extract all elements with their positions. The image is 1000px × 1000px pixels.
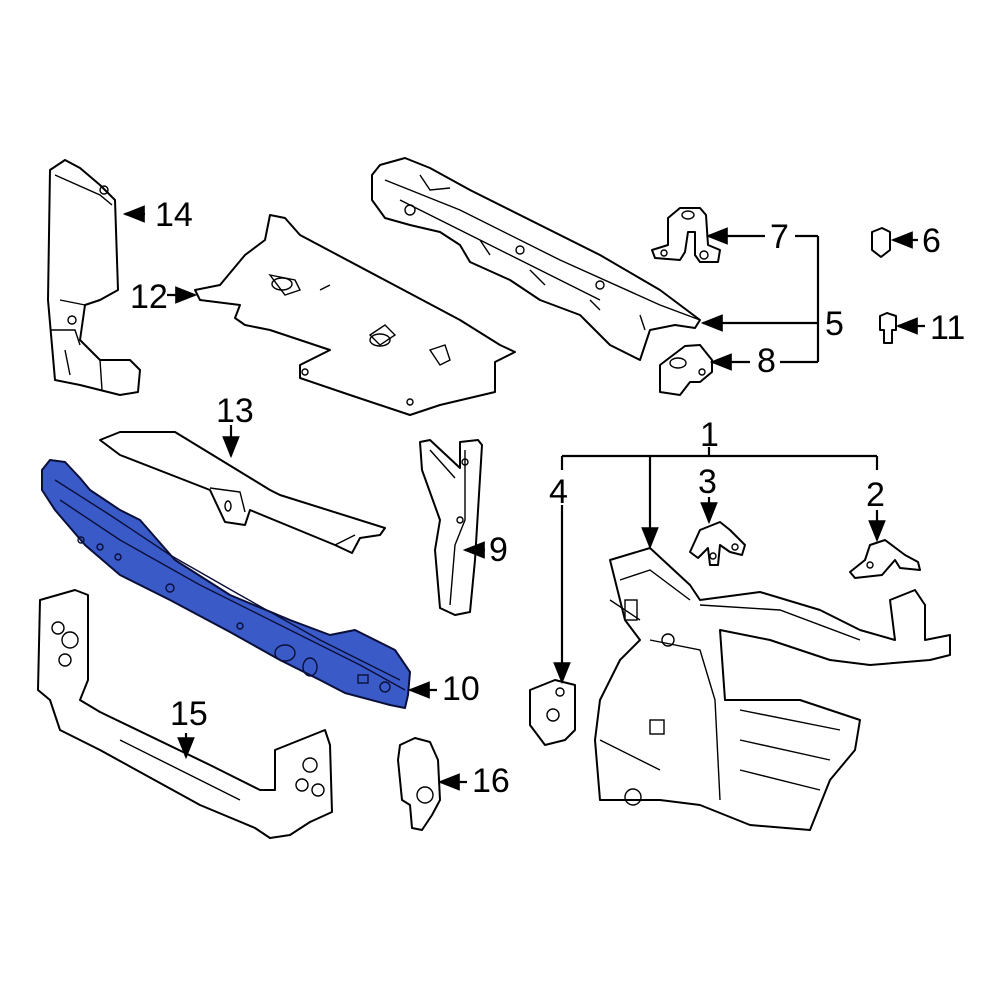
callout-8: 8 — [757, 342, 776, 380]
callout-7: 7 — [770, 218, 789, 256]
callout-2: 2 — [866, 476, 885, 514]
part-16-bracket — [397, 737, 441, 831]
callout-13: 13 — [216, 392, 254, 430]
part-1-body-assembly — [594, 547, 951, 831]
callout-4: 4 — [549, 473, 568, 511]
part-6-clip — [871, 227, 891, 258]
callout-6: 6 — [922, 222, 941, 260]
part-5-upper-support — [371, 157, 701, 361]
callout-14: 14 — [155, 196, 193, 234]
part-9-brace — [419, 439, 483, 616]
callout-12: 12 — [130, 278, 168, 316]
part-3-bracket — [689, 521, 746, 566]
part-14-air-guide — [47, 159, 141, 396]
part-13-seal — [99, 431, 386, 554]
part-15-lower-support — [37, 589, 333, 839]
part-8-block — [659, 344, 713, 396]
part-11-clip — [879, 312, 897, 344]
leader-lines — [122, 205, 925, 791]
part-2-bracket — [849, 539, 921, 579]
callout-5: 5 — [825, 305, 844, 343]
callout-15: 15 — [170, 695, 208, 733]
callout-16: 16 — [472, 762, 510, 800]
part-4-bracket — [529, 679, 576, 746]
callout-9: 9 — [489, 531, 508, 569]
part-10-reinforcement-highlighted — [41, 459, 411, 709]
callout-11: 11 — [930, 309, 966, 347]
callout-10: 10 — [442, 670, 480, 708]
part-12-under-cover — [194, 214, 516, 416]
callout-1: 1 — [700, 416, 719, 454]
part-7-bracket — [651, 207, 721, 263]
callout-3: 3 — [698, 463, 717, 501]
